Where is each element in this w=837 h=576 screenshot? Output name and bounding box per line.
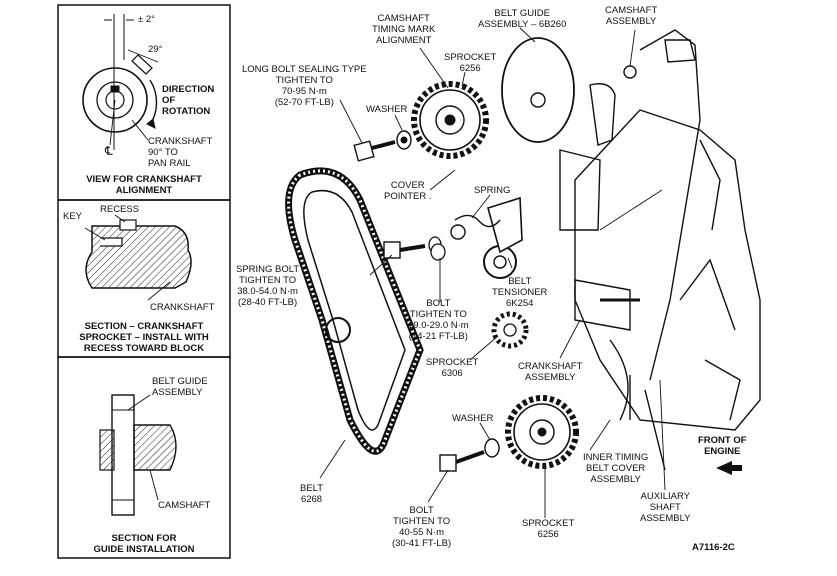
angle-label: 29°	[148, 44, 163, 55]
washer-bottom-label: WASHER	[452, 413, 494, 424]
guide-section-view	[99, 394, 177, 516]
front-arrow-icon	[716, 461, 742, 475]
leader-lines	[319, 27, 666, 518]
panel-guide-section	[57, 356, 231, 559]
spring-label: SPRING	[474, 185, 511, 196]
bolt-bottom	[439, 438, 500, 472]
crankshaft-label-mid: CRANKSHAFT	[150, 302, 215, 313]
crankshaft-alignment-view	[82, 14, 159, 150]
camshaft-label-inset: CAMSHAFT	[158, 500, 211, 511]
timing-belt-6268	[285, 167, 424, 455]
auxiliary-sprocket-bottom	[505, 395, 579, 469]
long-bolt-top	[353, 130, 412, 162]
centerline-symbol: ℄	[105, 144, 113, 158]
crankshaft-section-view	[84, 214, 192, 301]
belt-tensioner	[450, 196, 523, 279]
spring-bolt	[383, 236, 446, 261]
inset-panels	[57, 4, 231, 559]
angle-tolerance-label: ± 2°	[138, 14, 155, 25]
belt-guide-disc	[501, 37, 575, 143]
key-label: KEY	[63, 211, 83, 222]
engine-block	[559, 29, 761, 471]
crankshaft-sprocket-6306	[491, 311, 529, 349]
camshaft-sprocket-top	[411, 81, 489, 159]
figure-id-label: A7116-2C	[692, 542, 735, 553]
recess-label: RECESS	[100, 204, 140, 215]
washer-top-label: WASHER	[366, 104, 408, 115]
